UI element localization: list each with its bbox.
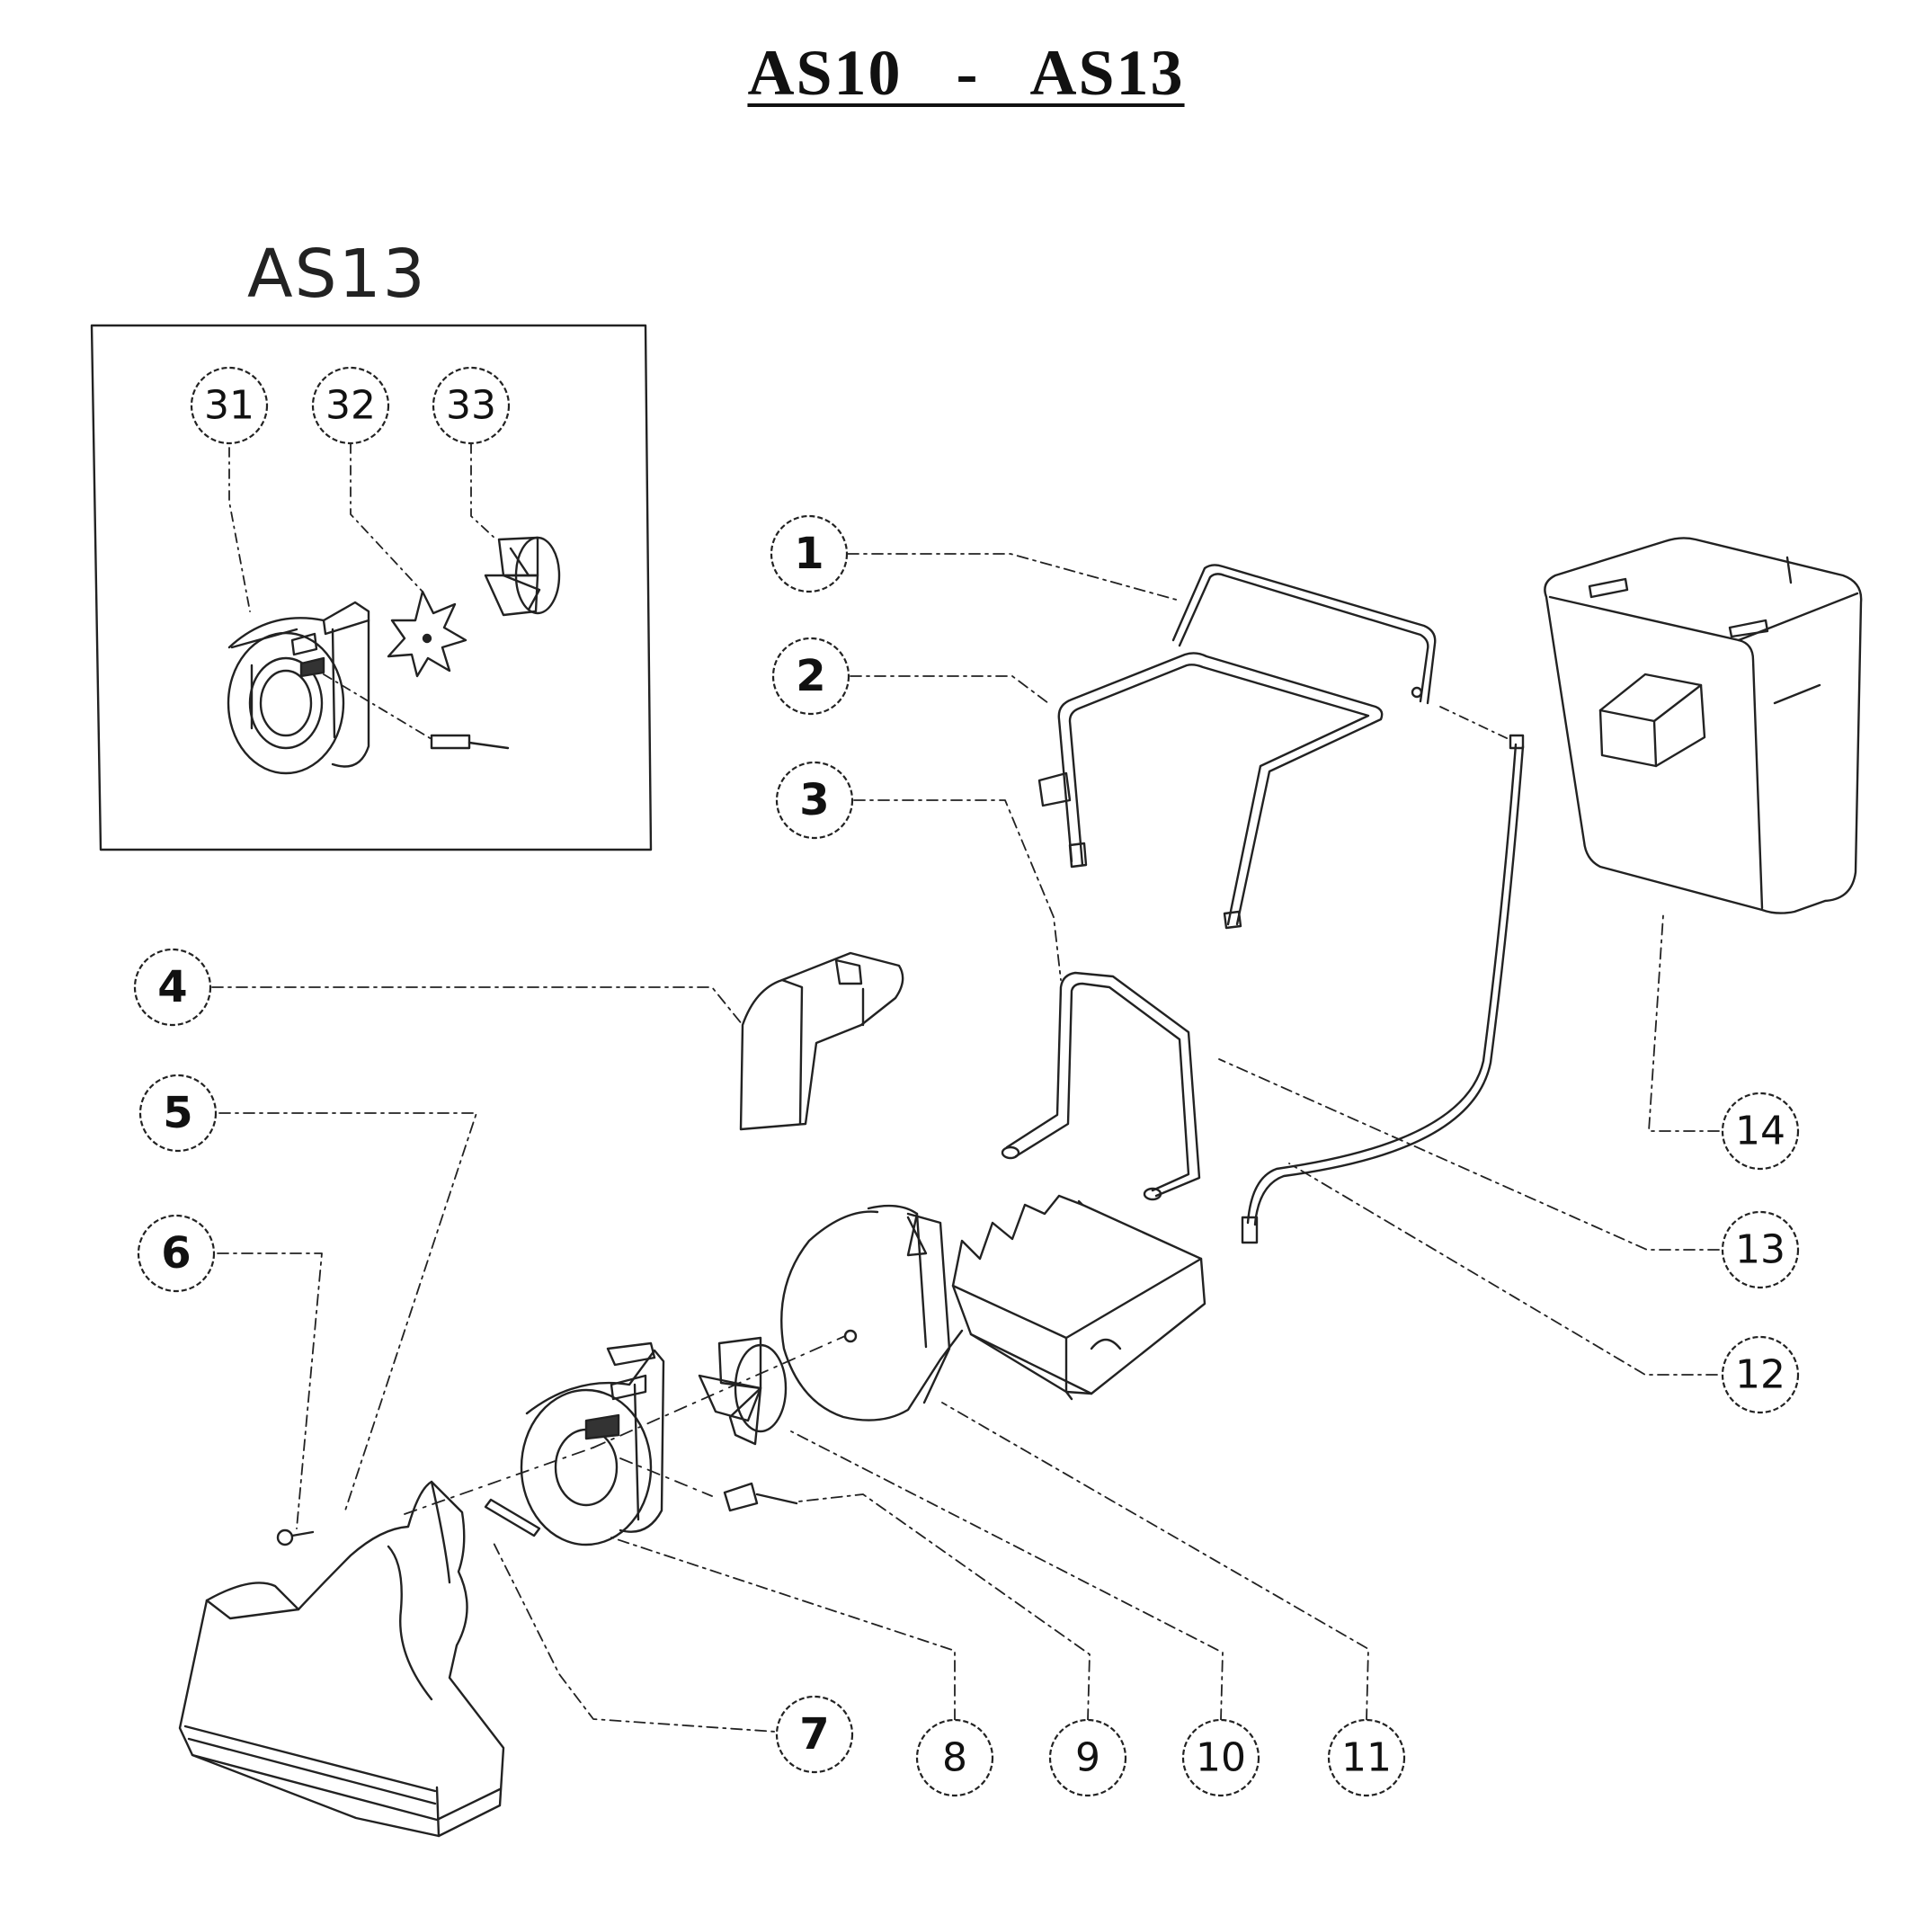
- burner-housing: [520, 1341, 665, 1546]
- inset-part-callout-circle: [190, 366, 269, 445]
- part-callout-label: 2: [796, 651, 825, 701]
- part-callout-7: 7: [775, 1695, 854, 1774]
- part-callout-label: 12: [1735, 1352, 1785, 1398]
- inset-part-callout-31: 31: [190, 366, 269, 445]
- part-callout-label: 9: [1075, 1735, 1100, 1781]
- part-callout-circle: [915, 1718, 994, 1797]
- page-title: AS10 - AS13: [0, 36, 1932, 111]
- part-callout-circle: [137, 1214, 216, 1293]
- part-callout-circle: [771, 637, 850, 716]
- inset-part-callout-circle: [432, 366, 511, 445]
- inset-part-callout-circle: [311, 366, 390, 445]
- part-callout-circle: [1181, 1718, 1260, 1797]
- part-callout-circle: [1048, 1718, 1127, 1797]
- part-callout-circle: [133, 948, 212, 1027]
- part-callout-label: 7: [799, 1709, 829, 1760]
- part-callout-label: 11: [1341, 1735, 1392, 1781]
- base-casing: [178, 1480, 505, 1838]
- inset-part-callout-32: 32: [311, 366, 390, 445]
- part-callout-9: 9: [1048, 1718, 1127, 1797]
- lower-frame: [1001, 971, 1201, 1201]
- part-callout-12: 12: [1721, 1335, 1800, 1414]
- screw: [276, 1528, 315, 1546]
- part-callout-label: 8: [942, 1735, 967, 1781]
- part-callout-3: 3: [775, 761, 854, 840]
- part-callout-4: 4: [133, 948, 212, 1027]
- part-callout-label: 14: [1735, 1109, 1785, 1154]
- leader-lines: [211, 553, 1720, 1735]
- part-callout-6: 6: [137, 1214, 216, 1293]
- part-callout-label: 4: [157, 962, 187, 1012]
- part-callout-10: 10: [1181, 1718, 1260, 1797]
- upper-cover: [739, 951, 904, 1131]
- part-callout-circle: [775, 1695, 854, 1774]
- part-callout-circle: [1327, 1718, 1406, 1797]
- assembly-axis: [404, 1335, 846, 1515]
- part-callout-label: 1: [794, 529, 824, 579]
- inset-leaders: [228, 425, 497, 740]
- inset-part-callout-label: 31: [204, 383, 254, 429]
- part-callout-circle: [1721, 1335, 1800, 1414]
- upper-frame: [1171, 564, 1437, 705]
- mid-frame: [1037, 652, 1384, 930]
- part-callout-2: 2: [771, 637, 850, 716]
- back-plate: [780, 1204, 964, 1421]
- part-callout-11: 11: [1327, 1718, 1406, 1797]
- part-callout-14: 14: [1721, 1092, 1800, 1171]
- part-callout-8: 8: [915, 1718, 994, 1797]
- electrode: [723, 1482, 798, 1512]
- inset-callout-group: 31 32 33: [190, 366, 511, 445]
- part-callout-label: 13: [1735, 1227, 1785, 1273]
- part-callout-circle: [138, 1074, 218, 1153]
- pin: [484, 1498, 541, 1537]
- part-callout-circle: [1721, 1092, 1800, 1171]
- inset-part-callout-label: 33: [446, 383, 496, 429]
- part-callout-circle: [1721, 1210, 1800, 1289]
- part-callout-label: 10: [1196, 1735, 1246, 1781]
- control-box: [951, 1194, 1206, 1401]
- page-title-text: AS10 - AS13: [747, 37, 1185, 109]
- inset-title: AS13: [247, 236, 427, 313]
- fan: [698, 1336, 788, 1446]
- part-callout-label: 6: [161, 1228, 191, 1279]
- part-callout-13: 13: [1721, 1210, 1800, 1289]
- inset-burner-housing: [227, 601, 370, 775]
- part-callout-1: 1: [770, 514, 849, 593]
- part-callout-circle: [775, 761, 854, 840]
- inset-fan: [484, 536, 561, 617]
- cover-box: [1544, 537, 1863, 914]
- inset-part-callout-label: 32: [325, 383, 376, 429]
- part-callout-5: 5: [138, 1074, 218, 1153]
- part-callout-label: 3: [799, 775, 829, 825]
- inset-star-plate: [387, 590, 467, 678]
- part-callout-label: 5: [163, 1088, 192, 1138]
- cable: [1241, 706, 1525, 1244]
- inset-electrode: [430, 734, 510, 750]
- part-callout-circle: [770, 514, 849, 593]
- inset-part-callout-33: 33: [432, 366, 511, 445]
- inset-box: [90, 324, 653, 851]
